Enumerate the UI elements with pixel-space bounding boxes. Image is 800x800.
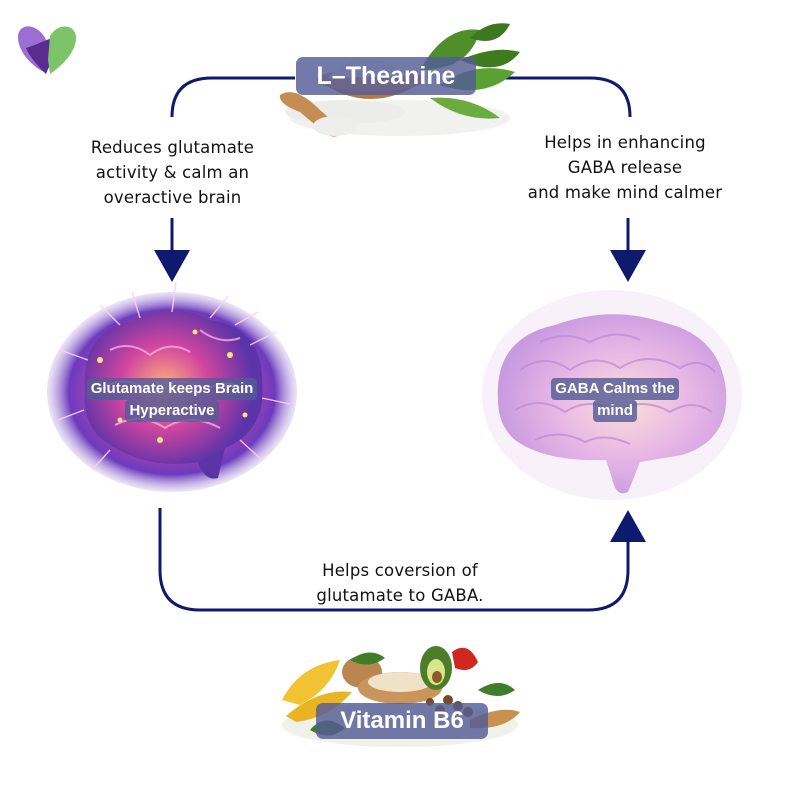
caption-line: glutamate to GABA. [316,586,484,605]
caption-line: activity & calm an [95,163,250,182]
caption-line: Reduces glutamate [90,138,255,157]
top-connector-line [170,76,632,118]
edge-caption-left: Reduces glutamate activity & calm an ove… [60,135,285,210]
bottom-up-arrowhead [610,510,646,542]
label-line: Hyperactive [125,400,219,422]
node-label-glutamate: Glutamate keeps Brain Hyperactive [62,378,282,422]
edge-caption-bottom: Helps coversion of glutamate to GABA. [280,558,520,608]
bottom-connector-line [158,508,630,612]
caption-line: Helps coversion of [322,561,478,580]
node-label-gaba: GABA Calms the mind [520,378,710,422]
label-line: GABA Calms the [551,378,679,400]
label-line: mind [593,400,637,422]
left-down-arrowhead [154,250,190,282]
right-down-arrowhead [610,250,646,282]
node-label-l-theanine: L–Theanine [296,57,476,95]
caption-line: GABA release [567,158,683,177]
caption-line: Helps in enhancing [544,133,706,152]
caption-line: overactive brain [103,188,242,207]
node-label-vitamin-b6: Vitamin B6 [316,703,488,739]
caption-line: and make mind calmer [527,183,723,202]
label-line: Glutamate keeps Brain [86,378,258,400]
edge-caption-right: Helps in enhancing GABA release and make… [510,130,740,205]
